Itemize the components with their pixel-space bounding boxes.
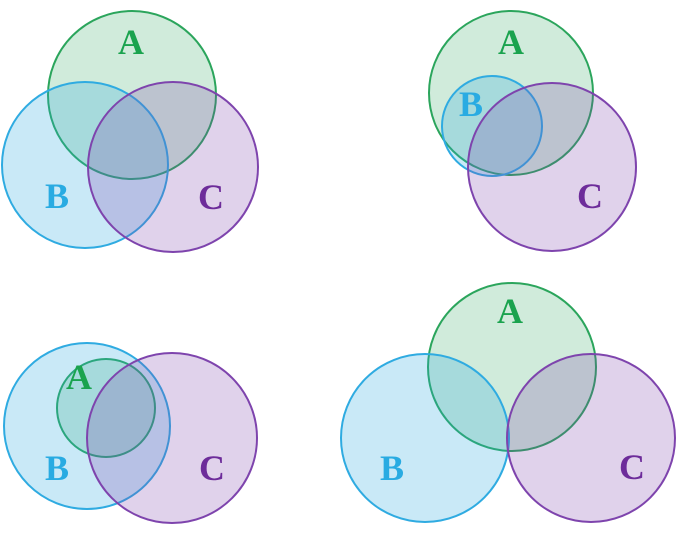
venn-bottom-right-label-a: A bbox=[497, 291, 523, 331]
venn-bottom-right-label-c: C bbox=[619, 447, 645, 487]
venn-diagram-bottom-left: A B C bbox=[3, 342, 258, 524]
venn-bottom-left-label-a: A bbox=[66, 357, 92, 397]
venn-top-right-label-a: A bbox=[498, 22, 524, 62]
venn-top-right-circle-b bbox=[441, 75, 543, 177]
venn-top-left-label-a: A bbox=[118, 22, 144, 62]
venn-diagram-top-right: AB C bbox=[428, 10, 637, 252]
venn-bottom-left-label-b: B bbox=[45, 448, 69, 488]
venn-top-right-label-b: B bbox=[459, 84, 483, 124]
venn-bottom-left-label-c: C bbox=[199, 448, 225, 488]
venn-top-right-label-c: C bbox=[577, 176, 603, 216]
venn-bottom-right-label-b: B bbox=[380, 448, 404, 488]
venn-bottom-right-circle-c bbox=[506, 353, 676, 523]
venn-bottom-right-circle-a bbox=[427, 282, 597, 452]
venn-top-left-circle-a bbox=[47, 10, 217, 180]
venn-top-left-label-b: B bbox=[45, 176, 69, 216]
venn-top-left-circle-c bbox=[87, 81, 259, 253]
venn-top-right-circle-c bbox=[467, 82, 637, 252]
venn-diagram-top-left: A B C bbox=[1, 10, 259, 253]
venn-bottom-right-circle-b bbox=[340, 353, 510, 523]
venn-bottom-left-circle-c bbox=[86, 352, 258, 524]
venn-diagram-bottom-right: A B C bbox=[340, 282, 676, 523]
venn-top-left-circle-b bbox=[1, 81, 169, 249]
venn-top-left-label-c: C bbox=[198, 177, 224, 217]
venn-bottom-left-circle-a bbox=[56, 358, 156, 458]
